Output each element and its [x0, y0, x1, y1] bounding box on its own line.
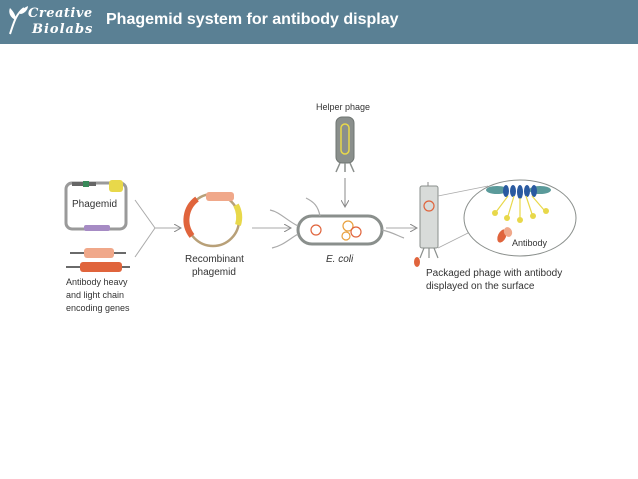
logo-text-line2: Biolabs	[32, 22, 94, 37]
helper-phage: Helper phage	[316, 102, 370, 206]
company-logo[interactable]: Creative Biolabs	[4, 4, 100, 40]
phagemid-diagram: Phagemid Antibody heavy and light chain …	[64, 102, 577, 313]
genes-label-line3: encoding genes	[66, 303, 130, 313]
antibody-genes: Antibody heavy and light chain encoding …	[66, 248, 130, 313]
page-title: Phagemid system for antibody display	[106, 11, 399, 28]
packaged-label-line2: displayed on the surface	[426, 281, 535, 292]
genes-label-line2: and light chain	[66, 290, 124, 300]
packaged-phage: Packaged phage with antibody displayed o…	[414, 182, 562, 292]
green-marker	[83, 181, 89, 187]
packaged-label-line1: Packaged phage with antibody	[426, 268, 562, 279]
leaf-logo-icon	[9, 6, 28, 35]
zoom-line-bottom	[437, 231, 471, 249]
recombinant-phagemid: Recombinant phagemid	[183, 192, 244, 278]
genes-label-line1: Antibody heavy	[66, 277, 128, 287]
logo-text-line1: Creative	[28, 6, 93, 21]
antibody-zoom-view: Antibody	[463, 179, 577, 257]
ecoli-cell: E. coli	[269, 197, 405, 265]
purple-gene-segment	[84, 225, 110, 231]
zoom-line-top	[437, 185, 489, 197]
ecoli-label: E. coli	[326, 254, 354, 265]
recombinant-label-line1: Recombinant	[185, 254, 244, 265]
recombinant-label-line2: phagemid	[192, 267, 236, 278]
phagemid-plasmid: Phagemid	[64, 180, 128, 231]
header-bar: Creative Biolabs Phagemid system for ant…	[0, 0, 638, 44]
merge-lines	[134, 199, 180, 258]
antibody-label: Antibody	[512, 238, 548, 248]
helper-phage-label: Helper phage	[316, 102, 370, 112]
yellow-gene-segment	[109, 180, 123, 192]
phagemid-label: Phagemid	[72, 199, 117, 210]
